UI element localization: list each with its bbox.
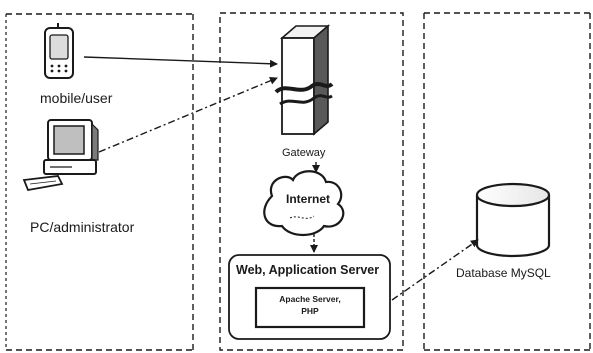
database-cylinder-icon — [475, 182, 551, 258]
desktop-computer-icon — [22, 119, 99, 192]
database-mysql-label: Database MySQL — [456, 266, 551, 280]
web-app-server-title: Web, Application Server — [236, 263, 380, 277]
pc-administrator-label: PC/administrator — [30, 219, 135, 235]
mobile-device-icon — [44, 23, 74, 79]
apache-php-box — [254, 286, 366, 329]
client-zone-border — [5, 13, 194, 351]
apache-server-label: Apache Server, — [279, 294, 341, 304]
database-zone-border — [423, 12, 591, 351]
edge-mobile-to-gateway — [83, 56, 278, 68]
edge-server-to-database — [391, 239, 479, 301]
cloud-icon — [263, 170, 345, 237]
php-label: PHP — [301, 306, 319, 316]
internet-label: Internet — [286, 192, 331, 206]
mobile-user-label: mobile/user — [40, 90, 113, 106]
gateway-label: Gateway — [282, 147, 326, 159]
server-zone-border — [219, 12, 404, 351]
edge-pc-to-gateway — [98, 76, 278, 153]
server-tower-icon — [274, 24, 334, 136]
